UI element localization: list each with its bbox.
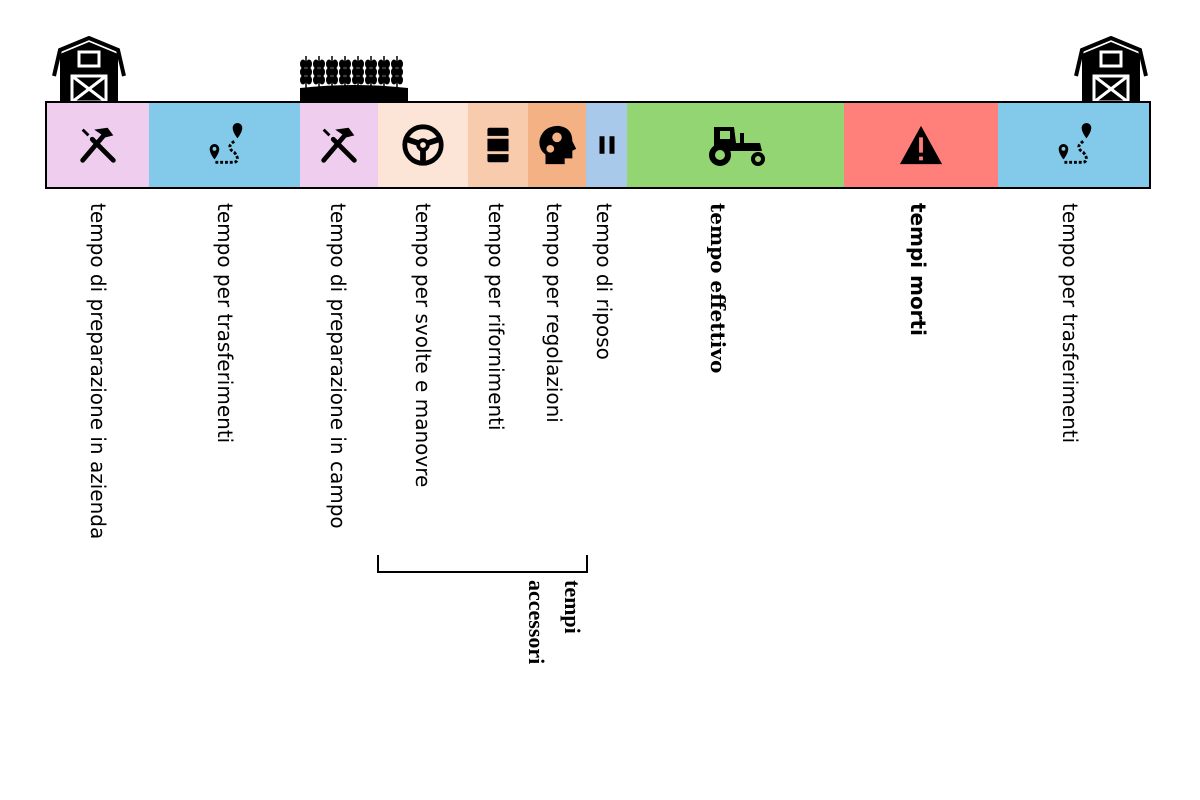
fuel-barrel-icon [485,127,511,163]
label-rifornimenti: tempo per rifornimenti [484,203,508,431]
segment-preparazione-campo [300,103,378,187]
label-svolte-manovre: tempo per svolte e manovre [411,203,435,488]
steering-wheel-icon [402,124,444,166]
segment-tempi-morti [844,103,998,187]
tractor-icon [708,127,765,166]
segment-trasferimenti [149,103,300,187]
group-label-tempi-accessori: tempi accessori [518,580,590,664]
segment-preparazione-azienda [47,103,149,187]
route-icon [209,122,242,164]
tools-icon [321,127,357,163]
time-bar [45,101,1151,189]
route-icon [1058,122,1091,164]
segment-rifornimenti [468,103,528,187]
segment-svolte-manovre [378,103,468,187]
label-regolazioni: tempo per regolazioni [542,203,566,423]
label-preparazione-campo: tempo di preparazione in campo [326,203,350,529]
group-label-line1: tempi [560,580,585,634]
label-effettivo: tempo effettivo [706,203,730,374]
accessori-bracket [377,555,588,573]
label-riposo: tempo di riposo [592,203,616,360]
label-trasferimenti-ritorno: tempo per trasferimenti [1058,203,1082,444]
group-label-line2: accessori [524,580,549,665]
label-tempi-morti: tempi morti [906,203,930,336]
segment-effettivo [627,103,844,187]
segment-trasferimenti-ritorno [998,103,1149,187]
wheat-field-icon [300,55,408,102]
label-trasferimenti: tempo per trasferimenti [213,203,237,444]
head-gears-icon [539,125,577,165]
label-preparazione-azienda: tempo di preparazione in azienda [86,203,110,540]
tools-icon [80,127,116,163]
barn-icon [52,36,126,102]
warning-icon [899,125,943,165]
pause-icon [599,136,614,154]
segment-regolazioni [528,103,586,187]
segment-riposo [586,103,627,187]
barn-icon [1074,36,1148,102]
